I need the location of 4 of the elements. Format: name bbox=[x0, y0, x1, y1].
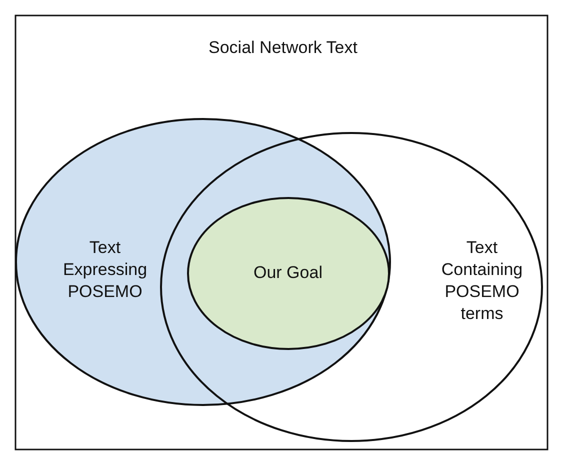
set-label: Our Goal bbox=[252, 262, 324, 284]
set-label: Text Containing POSEMO terms bbox=[440, 237, 524, 325]
frame-title: Social Network Text bbox=[208, 37, 358, 59]
set-label: Text Expressing POSEMO bbox=[62, 237, 148, 303]
